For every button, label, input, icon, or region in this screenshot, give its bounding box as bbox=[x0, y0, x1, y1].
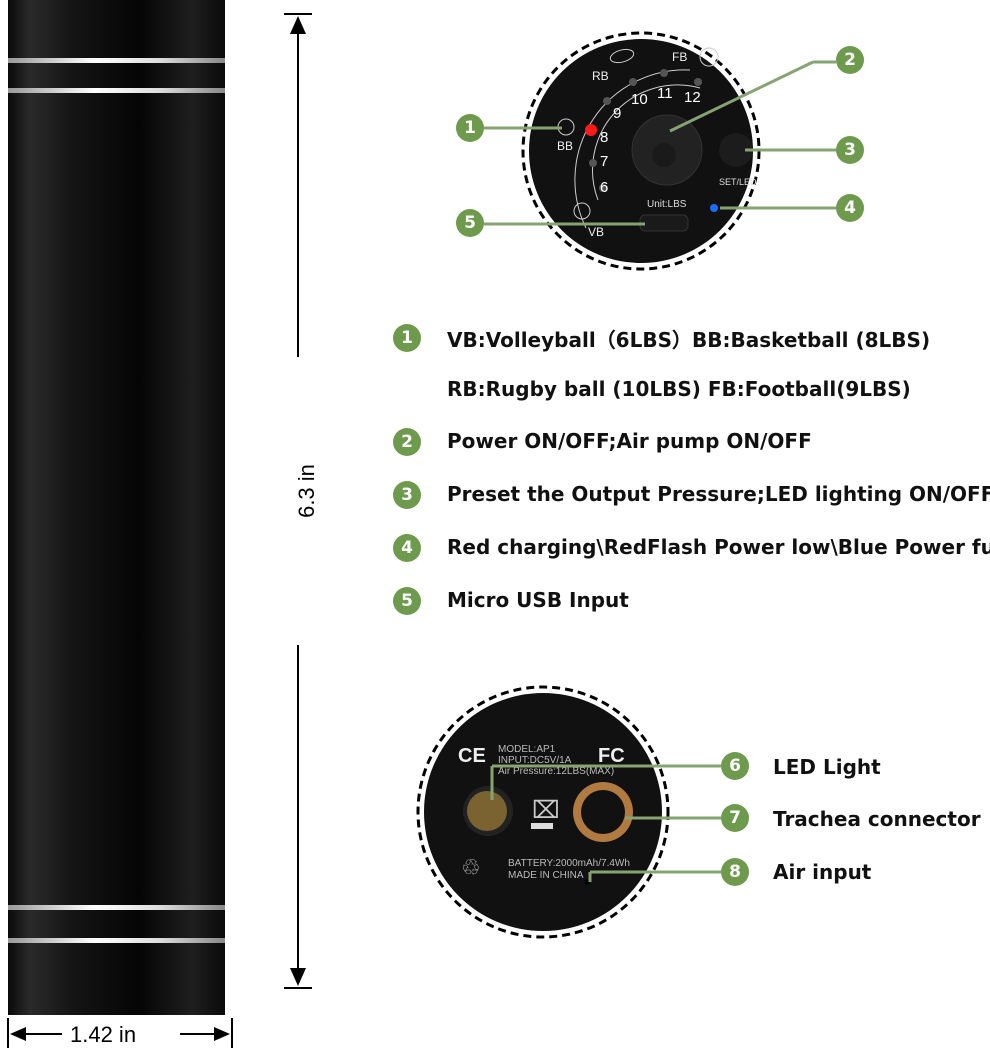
callout-label-trachea: Trachea connector bbox=[773, 807, 981, 831]
silver-band bbox=[8, 58, 225, 63]
set-led-button[interactable] bbox=[719, 133, 753, 167]
football-icon bbox=[699, 47, 719, 67]
panel-text: VB bbox=[588, 225, 604, 239]
panel-text: 7 bbox=[600, 153, 608, 170]
callout-badge-4: 4 bbox=[836, 194, 864, 222]
legend-text: Red charging\RedFlash Power low\Blue Pow… bbox=[447, 535, 990, 559]
micro-usb-port bbox=[639, 214, 689, 232]
led-blue bbox=[710, 204, 718, 212]
panel-text: BB bbox=[557, 139, 573, 153]
panel-text: MADE IN CHINA bbox=[508, 870, 584, 881]
legend-badge: 2 bbox=[393, 428, 421, 456]
panel-text: BATTERY:2000mAh/7.4Wh bbox=[508, 858, 630, 869]
control-panel: 6 7 8 9 10 11 12 RB FB BB VB SET/LED Uni… bbox=[521, 31, 761, 271]
arrow-down-icon bbox=[290, 968, 306, 986]
panel-text: 10 bbox=[631, 91, 648, 108]
silver-band bbox=[8, 938, 225, 943]
legend-text: RB:Rugby ball (10LBS) FB:Football(9LBS) bbox=[447, 377, 911, 401]
legend-badge: 3 bbox=[393, 481, 421, 509]
panel-text: CE bbox=[458, 745, 486, 767]
weee-bin-icon: ⌧ bbox=[532, 797, 560, 824]
legend-text: VB:Volleyball（6LBS）BB:Basketball (8LBS) bbox=[447, 328, 931, 352]
legend-text: Preset the Output Pressure;LED lighting … bbox=[447, 482, 990, 506]
silver-band bbox=[8, 88, 225, 93]
panel-text: 11 bbox=[657, 85, 673, 102]
callout-badge-8: 8 bbox=[721, 858, 749, 886]
silver-band bbox=[8, 905, 225, 910]
callout-badge-6: 6 bbox=[721, 752, 749, 780]
power-icon bbox=[652, 143, 676, 167]
led-light bbox=[467, 791, 507, 831]
legend-text: Micro USB Input bbox=[447, 588, 629, 612]
bottom-panel: CE FC MODEL:AP1 INPUT:DC5V/1A Air Pressu… bbox=[416, 685, 670, 939]
arrow-right-icon bbox=[214, 1027, 230, 1041]
height-label: 6.3 in bbox=[293, 464, 319, 518]
panel-text: 6 bbox=[600, 179, 608, 196]
width-label: 1.42 in bbox=[70, 1022, 137, 1047]
pump-cylinder bbox=[8, 0, 225, 1015]
arrow-left-icon bbox=[10, 1027, 26, 1041]
legend-badge: 1 bbox=[393, 324, 421, 352]
recycle-icon: ♲ bbox=[461, 855, 481, 880]
panel-text: 8 bbox=[600, 129, 608, 146]
panel-text: 9 bbox=[613, 105, 621, 122]
panel-text: MODEL:AP1 bbox=[498, 744, 556, 755]
callout-badge-1: 1 bbox=[456, 114, 484, 142]
callout-badge-3: 3 bbox=[836, 136, 864, 164]
panel-text: FB bbox=[672, 50, 687, 64]
panel-text: SET/LED bbox=[719, 177, 757, 187]
arrow-up-icon bbox=[290, 16, 306, 34]
rugby-ball-icon bbox=[609, 48, 635, 64]
panel-text: Air Pressure:12LBS(MAX) bbox=[498, 766, 614, 777]
panel-text: RB bbox=[592, 69, 609, 83]
callout-badge-2: 2 bbox=[836, 46, 864, 74]
callout-badge-5: 5 bbox=[456, 209, 484, 237]
led-red bbox=[585, 124, 597, 136]
callout-badge-7: 7 bbox=[721, 804, 749, 832]
panel-text: Unit:LBS bbox=[647, 199, 687, 210]
legend-badge: 4 bbox=[393, 534, 421, 562]
volleyball-icon bbox=[573, 202, 591, 220]
panel-text: INPUT:DC5V/1A bbox=[498, 755, 572, 766]
legend-badge: 5 bbox=[393, 587, 421, 615]
legend-text: Power ON/OFF;Air pump ON/OFF bbox=[447, 429, 812, 453]
panel-text: FC bbox=[598, 745, 625, 767]
callout-label-led-light: LED Light bbox=[773, 755, 881, 779]
panel-text: 12 bbox=[684, 89, 701, 106]
callout-label-air-input: Air input bbox=[773, 860, 872, 884]
